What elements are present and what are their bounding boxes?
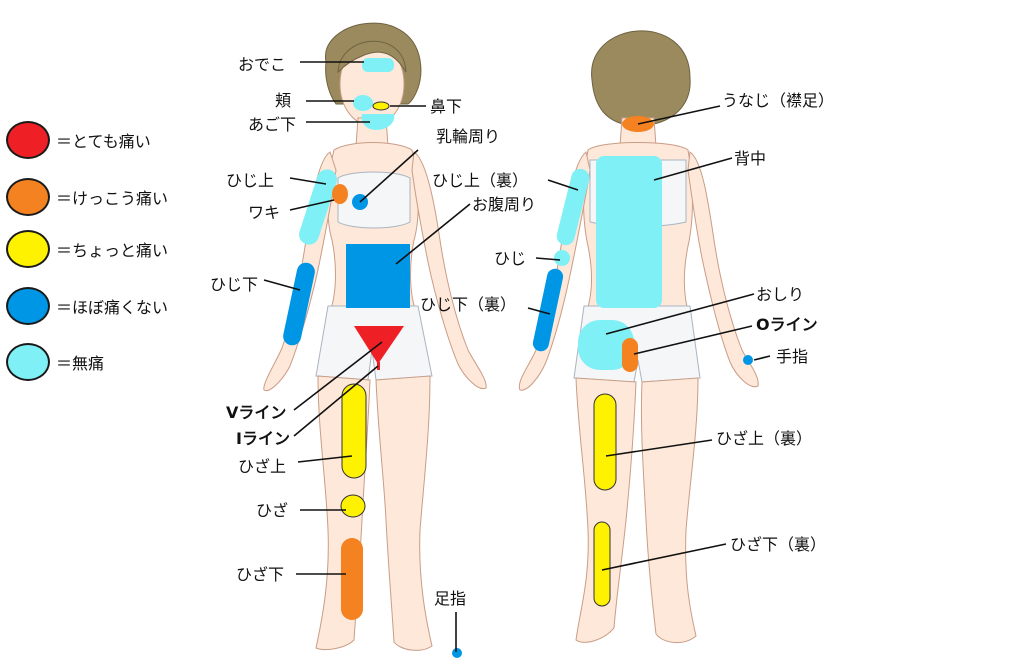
legend-item-very-painful: ＝とても痛い: [6, 120, 151, 160]
region-oline: [622, 338, 638, 372]
label-waki: ワキ: [248, 203, 280, 222]
back-regions: [532, 116, 753, 607]
label-hijishita: ひじ下: [210, 275, 258, 294]
legend-item-painless: ＝無痛: [6, 342, 104, 382]
back-arm-right: [687, 151, 759, 388]
region-hizashita-ura: [593, 521, 611, 607]
label-oline: Oライン: [756, 315, 818, 334]
legend-item-hardly-painful: ＝ほぼ痛くない: [6, 286, 168, 326]
back-hair: [591, 30, 691, 127]
front-leg-right: [375, 375, 433, 651]
region-teyubi: [743, 355, 753, 365]
region-agoshita: [361, 114, 395, 130]
label-teyubi: 手指: [776, 347, 808, 366]
label-onaka: お腹周り: [472, 195, 536, 214]
label-hizashita: ひざ下: [236, 565, 284, 584]
region-oshiri: [578, 320, 634, 370]
leader-hijiue: [289, 177, 327, 185]
leader-senaka: [653, 157, 733, 181]
legend-label-quite-painful: ＝けっこう痛い: [56, 189, 169, 208]
label-senaka: 背中: [734, 149, 766, 168]
region-hijiue: [299, 169, 337, 245]
legend-swatch-hardly-painful: [6, 287, 50, 325]
region-hizashita: [341, 538, 363, 620]
region-senaka: [596, 156, 662, 308]
label-hizaue-ura: ひざ上（裏）: [716, 429, 812, 448]
region-ashiyubi: [452, 648, 462, 658]
region-hiza: [340, 494, 366, 518]
label-hijiue: ひじ上: [226, 171, 274, 190]
label-agoshita: あご下: [248, 115, 296, 134]
back-leg-right: [640, 377, 699, 643]
label-odeko: おでこ: [238, 55, 286, 74]
leader-oline: [633, 325, 753, 355]
front-arm-right: [411, 151, 487, 390]
legend-swatch-quite-painful: [6, 178, 50, 216]
legend-swatch-painless: [6, 343, 50, 381]
region-hizaue: [341, 383, 367, 479]
label-hanashita: 鼻下: [430, 97, 462, 116]
label-hizaue: ひざ上: [238, 457, 286, 476]
leader-iline: [293, 365, 379, 437]
region-hijishita-ura: [532, 268, 564, 352]
leader-oshiri: [605, 293, 755, 335]
leader-onaka: [395, 203, 471, 265]
labels: おでこ 頬 あご下 鼻下 乳輪周り ひじ上 ワキ お腹周り ひじ下 Vライン I…: [210, 55, 834, 608]
leader-hijiue-ura: [547, 179, 579, 191]
leader-hizaue-ura: [605, 439, 713, 457]
label-nyurin: 乳輪周り: [436, 127, 500, 146]
legend-label-painless: ＝無痛: [56, 354, 105, 373]
leader-vline: [293, 341, 383, 411]
label-hizashita-ura: ひざ下（裏）: [730, 535, 826, 554]
region-hijiue-ura: [556, 168, 590, 246]
region-iline: [377, 362, 380, 370]
back-leg-left: [575, 377, 637, 643]
leader-hijishita-ura: [527, 307, 551, 315]
region-hizaue-ura: [593, 393, 617, 491]
region-odeko: [362, 58, 394, 72]
legend-swatch-slightly-painful: [6, 230, 50, 268]
legend-label-slightly-painful: ＝ちょっと痛い: [56, 241, 169, 260]
label-ashiyubi: 足指: [434, 589, 466, 608]
leader-unaji: [637, 105, 721, 125]
leader-lines: [263, 61, 771, 652]
region-onaka: [346, 244, 410, 308]
region-hijishita: [283, 262, 315, 346]
region-hiji: [554, 250, 570, 266]
leader-hiji: [535, 257, 561, 261]
region-hoho: [353, 95, 373, 111]
legend-item-quite-painful: ＝けっこう痛い: [6, 177, 168, 217]
leader-hizashita-ura: [601, 543, 727, 571]
region-waki: [332, 184, 348, 204]
label-hiza: ひざ: [256, 501, 288, 520]
leader-nyurin: [359, 149, 419, 203]
label-hoho: 頬: [275, 91, 291, 110]
label-hijiue-ura: ひじ上（裏）: [432, 171, 528, 190]
legend-swatch-very-painful: [6, 121, 50, 159]
legend-label-hardly-painful: ＝ほぼ痛くない: [56, 298, 169, 317]
region-hanashita: [372, 101, 390, 111]
label-unaji: うなじ（襟足）: [722, 91, 834, 110]
label-hiji: ひじ: [494, 249, 526, 268]
label-oshiri: おしり: [756, 285, 804, 304]
legend-label-very-painful: ＝とても痛い: [56, 132, 151, 151]
leader-waki: [289, 199, 335, 211]
leader-hijishita: [263, 279, 301, 291]
label-hijishita-ura: ひじ下（裏）: [420, 295, 516, 314]
label-vline: Vライン: [226, 403, 286, 422]
leader-hizaue: [297, 455, 353, 463]
front-bra: [337, 171, 411, 229]
legend-item-slightly-painful: ＝ちょっと痛い: [6, 229, 168, 269]
label-iline: Iライン: [236, 429, 290, 448]
leader-teyubi: [753, 355, 771, 361]
